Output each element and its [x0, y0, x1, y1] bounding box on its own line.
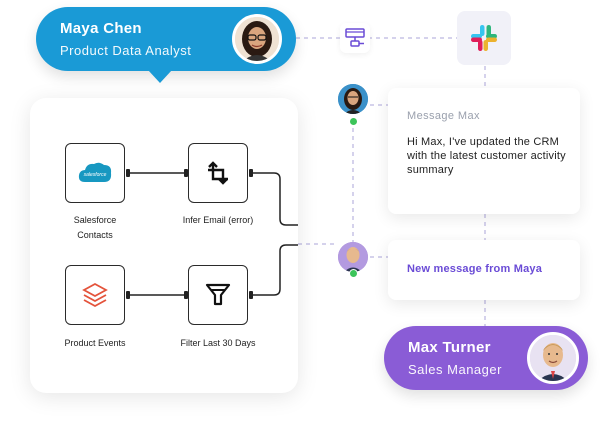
message-card-title: Message Max: [407, 110, 480, 122]
message-card-body: Hi Max, I've updated the CRM with the la…: [407, 136, 566, 176]
salesforce-logo-text: salesforce: [84, 172, 107, 178]
message-card[interactable]: Message Max Hi Max, I've updated the CRM…: [388, 88, 580, 214]
node-label: Product Events: [64, 338, 126, 348]
slack-button[interactable]: [457, 11, 511, 65]
recipient-name: Max Turner: [408, 339, 491, 356]
workflow-diagram-button[interactable]: [340, 23, 370, 53]
recipient-avatar-small: [338, 242, 368, 272]
recipient-role: Sales Manager: [408, 362, 502, 377]
sender-online-dot: [349, 117, 358, 126]
notification-card[interactable]: New message from Maya: [388, 240, 580, 300]
node-product-events[interactable]: [65, 265, 125, 325]
workflow-panel: salesforce Salesforce Contacts Infer Ema…: [30, 98, 298, 393]
node-label: Filter Last 30 Days: [180, 338, 256, 348]
node-infer-email[interactable]: [188, 143, 248, 203]
slack-icon: [471, 25, 497, 51]
funnel-filter-icon: [205, 283, 231, 306]
sender-role: Product Data Analyst: [60, 43, 192, 58]
sender-name: Maya Chen: [60, 20, 142, 37]
recipient-online-dot: [349, 269, 358, 278]
workflow-diagram-icon: [345, 28, 365, 47]
node-salesforce-contacts[interactable]: salesforce: [65, 143, 125, 203]
sender-profile-card[interactable]: Maya Chen Product Data Analyst: [36, 7, 296, 71]
layers-stack-icon: [82, 282, 108, 308]
notification-text: New message from Maya: [407, 263, 543, 275]
sender-avatar: [232, 14, 282, 64]
node-filter-last-30-days[interactable]: [188, 265, 248, 325]
node-label: Salesforce Contacts: [73, 215, 117, 240]
recipient-avatar: [527, 332, 579, 384]
workflow-edges: [126, 169, 298, 299]
recipient-profile-card[interactable]: Max Turner Sales Manager: [384, 326, 588, 390]
salesforce-icon: salesforce: [78, 162, 112, 182]
node-label: Infer Email (error): [182, 215, 254, 225]
speech-tail: [148, 70, 172, 83]
sender-avatar-small: [338, 84, 368, 114]
transform-arrows-icon: [208, 161, 228, 185]
